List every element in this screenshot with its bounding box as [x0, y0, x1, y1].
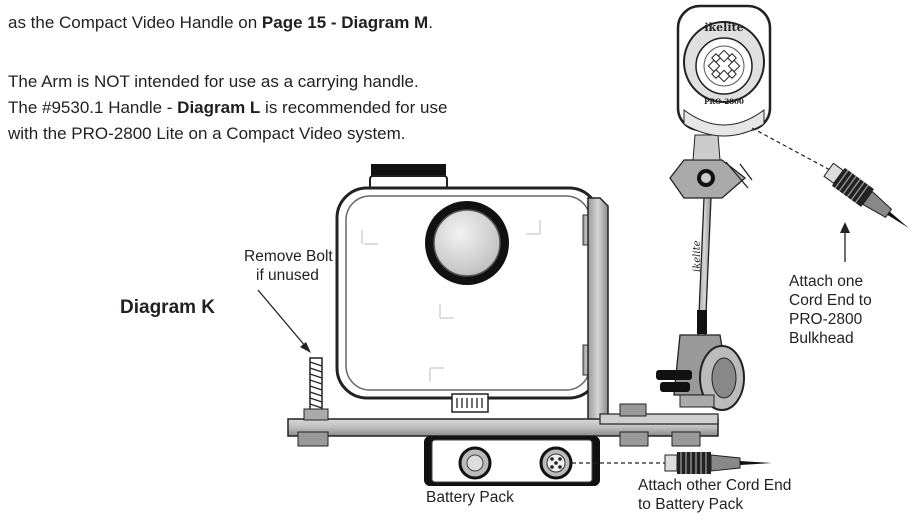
l-bracket: [287, 197, 719, 447]
remove-bolt-arrow: [257, 289, 311, 353]
diagram-reference: Diagram L: [177, 98, 261, 117]
strobe-arm: [656, 134, 753, 411]
attach-cord-arrow: [840, 222, 850, 262]
diagram-title: Diagram K: [120, 297, 216, 318]
bolt: [303, 357, 329, 421]
intro-line-1-end: .: [428, 13, 433, 32]
attach-cord-line-4: Bulkhead: [789, 330, 854, 347]
remove-bolt-label: Remove Bolt if unused: [244, 247, 354, 285]
housing-lens: [433, 209, 501, 277]
intro-line-1: as the Compact Video Handle on Page 15 -…: [8, 12, 433, 33]
battery-cord-end: [664, 452, 772, 474]
camera-housing: [335, 164, 601, 413]
intro-line-1-text: as the Compact Video Handle on: [8, 13, 262, 32]
intro-line-2-end: is recommended for use: [260, 98, 448, 117]
strobe-cord-end: [823, 162, 909, 228]
housing-top-handle: [371, 164, 446, 176]
attach-cord-line-3: PRO-2800: [789, 311, 863, 328]
pro-2800-strobe: ikelite PRO-2800: [676, 4, 772, 137]
attach-other-line-1: Attach other Cord End: [638, 477, 792, 494]
housing-grip: [451, 393, 489, 413]
strobe-model-logo: PRO-2800: [704, 97, 744, 106]
attach-other-line-2: to Battery Pack: [638, 496, 744, 513]
remove-bolt-line-1: Remove Bolt: [244, 248, 333, 265]
intro-paragraph-2-line-3: with the PRO-2800 Lite on a Compact Vide…: [8, 124, 406, 143]
intro-paragraph-2-line-2: The #9530.1 Handle - Diagram L is recomm…: [8, 97, 447, 118]
arm-logo: ikelite: [692, 240, 703, 272]
intro-paragraph-2-line-1: The Arm is NOT intended for use as a car…: [8, 72, 419, 91]
attach-other-label: Attach other Cord End to Battery Pack: [638, 476, 791, 514]
battery-pack-label: Battery Pack: [426, 489, 514, 506]
battery-pack: [424, 436, 600, 486]
intro-line-2-text: The #9530.1 Handle -: [8, 98, 178, 117]
remove-bolt-line-2: if unused: [256, 267, 319, 284]
attach-cord-line-2: Cord End to: [789, 292, 872, 309]
strobe-brand-logo: ikelite: [704, 21, 743, 34]
attach-cord-label: Attach one Cord End to PRO-2800 Bulkhead: [789, 272, 872, 348]
page-reference: Page 15 - Diagram M: [261, 13, 429, 32]
attach-cord-line-1: Attach one: [789, 273, 864, 290]
